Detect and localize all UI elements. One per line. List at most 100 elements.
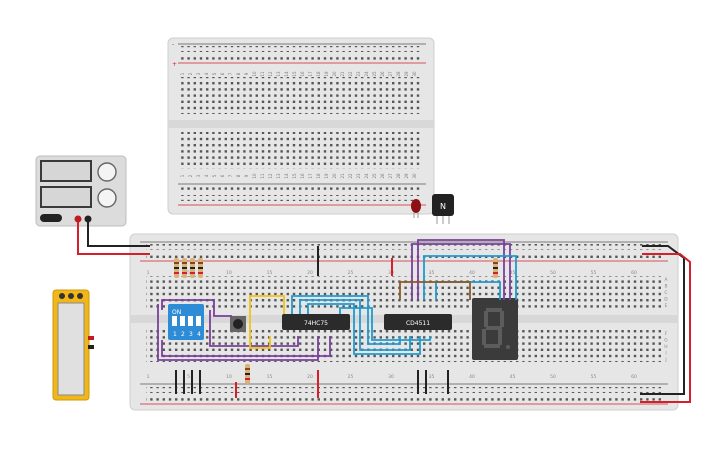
breadboard-main-col-label: 50 <box>550 374 556 380</box>
resistor[interactable] <box>245 364 250 384</box>
breadboard-small-col-label: 10 <box>252 173 257 179</box>
breadboard-small-col-label: 4 <box>204 174 209 177</box>
breadboard-small-col-label: 28 <box>396 71 401 77</box>
dip-switch-num-1: 1 <box>173 331 177 338</box>
breadboard-small-col-label: 3 <box>196 72 201 75</box>
breadboard-main-col-label: 55 <box>591 374 597 380</box>
ic-74hc75-label: 74HC75 <box>304 320 328 327</box>
breadboard-small-col-label: 2 <box>188 72 193 75</box>
resistor[interactable] <box>190 258 195 278</box>
breadboard-small-col-label: 17 <box>308 71 313 77</box>
breadboard-main-col-label: 25 <box>348 270 354 276</box>
breadboard-small-col-label: 10 <box>252 71 257 77</box>
breadboard-small-col-label: 9 <box>244 72 249 75</box>
resistor[interactable] <box>174 258 179 278</box>
breadboard-main-col-label: 40 <box>469 270 475 276</box>
breadboard-small-col-label: 9 <box>244 174 249 177</box>
breadboard-small-col-label: 8 <box>236 72 241 75</box>
breadboard-main-col-label: 15 <box>267 270 273 276</box>
breadboard-small-col-label: 12 <box>268 71 273 77</box>
resistor[interactable] <box>493 258 498 278</box>
breadboard-main-col-label: 45 <box>510 270 516 276</box>
power-supply[interactable] <box>35 155 127 227</box>
power-toggle[interactable] <box>40 214 62 222</box>
breadboard-small-col-label: 24 <box>364 173 369 179</box>
breadboard-main-col-label: 20 <box>307 374 313 380</box>
breadboard-main-col-label: 5 <box>187 270 190 276</box>
breadboard-small-col-label: 5 <box>212 72 217 75</box>
breadboard-small-col-label: 11 <box>260 71 265 77</box>
power-wires[interactable] <box>77 222 691 403</box>
breadboard-main-col-label: 50 <box>550 270 556 276</box>
breadboard-small-col-label: 18 <box>316 173 321 179</box>
breadboard-small-col-label: 23 <box>356 173 361 179</box>
resistor[interactable] <box>182 258 187 278</box>
breadboard-main-col-label: 60 <box>631 270 637 276</box>
rail-plus-label: + <box>172 61 177 68</box>
breadboard-main-col-label: 45 <box>510 374 516 380</box>
breadboard-main-col-label: 35 <box>429 374 435 380</box>
breadboard-small-col-label: 1 <box>180 174 185 177</box>
breadboard-main-col-label: 60 <box>631 374 637 380</box>
breadboard-small-col-label: 16 <box>300 173 305 179</box>
resistor-array[interactable] <box>174 258 498 384</box>
dip-switch-num-4: 4 <box>197 331 201 338</box>
breadboard-small-col-label: 25 <box>372 71 377 77</box>
breadboard-main-row-label: F <box>665 331 668 337</box>
breadboard-small-col-label: 14 <box>284 173 289 179</box>
breadboard-main-row-label: I <box>665 351 666 357</box>
breadboard-main-row-label: D <box>664 297 668 303</box>
ic-cd4511[interactable]: CD4511 <box>384 314 452 330</box>
breadboard-main-col-label: 30 <box>388 374 394 380</box>
breadboard-main-col-label: 10 <box>226 270 232 276</box>
push-button[interactable] <box>230 316 246 332</box>
breadboard-small-col-label: 27 <box>388 71 393 77</box>
breadboard-small-col-label: 22 <box>348 173 353 179</box>
breadboard-small-col-label: 30 <box>412 173 417 179</box>
breadboard-small-col-label: 22 <box>348 71 353 77</box>
breadboard-small-col-label: 17 <box>308 173 313 179</box>
breadboard-main-col-label: 10 <box>226 374 232 380</box>
breadboard-small-col-label: 3 <box>196 174 201 177</box>
breadboard-small-col-label: 20 <box>332 71 337 77</box>
npn-transistor[interactable]: N <box>432 194 454 224</box>
breadboard-small-col-label: 23 <box>356 71 361 77</box>
seven-segment-display[interactable] <box>472 298 518 360</box>
breadboard-main-col-label: 20 <box>307 270 313 276</box>
breadboard-small-col-label: 14 <box>284 71 289 77</box>
breadboard-small-col-label: 19 <box>324 71 329 77</box>
breadboard-small-col-label: 6 <box>220 174 225 177</box>
breadboard-main-row-label: J <box>664 357 666 363</box>
breadboard-main-col-label: 15 <box>267 374 273 380</box>
dip-switch-num-3: 3 <box>189 331 193 338</box>
breadboard-main-col-label: 35 <box>429 270 435 276</box>
dip-switch[interactable]: ON 1 2 3 4 <box>168 304 204 340</box>
breadboard-small-col-label: 15 <box>292 71 297 77</box>
multimeter[interactable] <box>52 289 94 401</box>
breadboard-small-col-label: 25 <box>372 173 377 179</box>
ic-cd4511-label: CD4511 <box>406 320 430 327</box>
dip-switch-num-2: 2 <box>181 331 185 338</box>
breadboard-small-col-label: 29 <box>404 71 409 77</box>
breadboard-small-col-label: 2 <box>188 174 193 177</box>
signal-wires[interactable] <box>157 239 517 361</box>
breadboard-small-col-label: 27 <box>388 173 393 179</box>
breadboard-main-col-label: 55 <box>591 270 597 276</box>
breadboard-small-col-label: 1 <box>180 72 185 75</box>
resistor[interactable] <box>198 258 203 278</box>
breadboard-main-col-label: 1 <box>147 374 150 380</box>
red-led[interactable] <box>411 199 421 218</box>
breadboard-small-col-label: 7 <box>228 174 233 177</box>
breadboard-main-row-label: B <box>664 284 667 290</box>
ic-74hc75[interactable]: 74HC75 <box>282 314 350 330</box>
rail-minus-label: - <box>172 41 174 48</box>
breadboard-main-row-label: G <box>664 338 668 344</box>
breadboard-small-col-label: 15 <box>292 173 297 179</box>
breadboard-small-col-label: 12 <box>268 173 273 179</box>
breadboard-small-col-label: 6 <box>220 72 225 75</box>
